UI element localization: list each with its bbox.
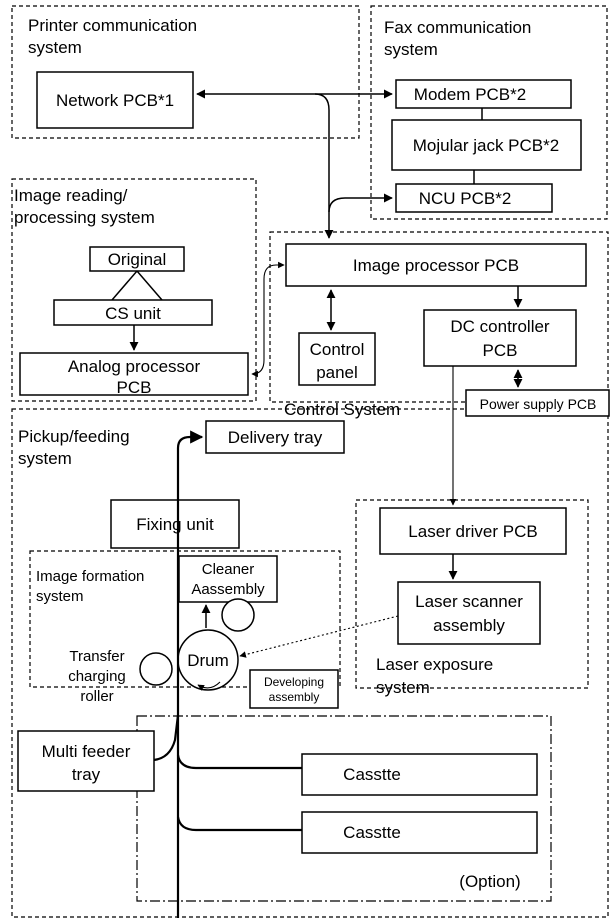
original-cs-link-right bbox=[136, 270, 163, 301]
original-box bbox=[89, 246, 185, 272]
cassette-2-box bbox=[301, 811, 538, 854]
multi-feeder-tray-box bbox=[17, 730, 155, 792]
pickup-feeding-label: Pickup/feeding bbox=[18, 427, 130, 446]
paper-path-multi-feeder bbox=[153, 714, 180, 762]
image-reading-label: Image reading/ bbox=[14, 186, 128, 205]
laser-exposure-label: system bbox=[376, 678, 430, 697]
cs-unit-box bbox=[53, 299, 213, 326]
printer-comm-frame bbox=[11, 5, 360, 139]
image-formation-frame bbox=[29, 550, 341, 688]
developing-assembly-box bbox=[249, 669, 339, 709]
pickup-feeding-frame bbox=[11, 408, 609, 918]
ncu-pcb-box bbox=[395, 183, 553, 213]
power-supply-pcb-box bbox=[465, 389, 610, 417]
image-processor-pcb-box bbox=[285, 243, 587, 287]
dc-controller-pcb-label: DC controller bbox=[450, 317, 550, 336]
analog-image-processor-link bbox=[251, 261, 285, 378]
cleaner-assembly-label: Aassembly bbox=[191, 581, 265, 598]
image-formation-label: system bbox=[36, 588, 84, 605]
cleaner-roller-circle bbox=[221, 598, 255, 632]
original-cs-link-left bbox=[111, 270, 138, 301]
laser-scanner-assembly-box bbox=[397, 581, 541, 645]
control-panel-label: Control bbox=[310, 340, 365, 359]
image-processor-pcb-label: Image processor PCB bbox=[353, 256, 519, 275]
drum-rotation-arrow bbox=[197, 681, 221, 691]
cassette-1-label: Casstte bbox=[343, 765, 401, 784]
fixing-unit-box bbox=[110, 499, 240, 549]
fixing-unit-label: Fixing unit bbox=[136, 515, 214, 534]
multi-feeder-tray-label: tray bbox=[72, 765, 101, 784]
modular-jack-pcb-box bbox=[391, 119, 582, 171]
transfer-charging-roller-label: Transfer bbox=[69, 648, 124, 665]
original-label: Original bbox=[108, 250, 167, 269]
control-system-label: Control System bbox=[284, 400, 400, 419]
paper-path-cassette-1 bbox=[176, 754, 302, 770]
laser-scanner-assembly-label: Laser scanner bbox=[415, 592, 523, 611]
modular-jack-pcb-label: Mojular jack PCB*2 bbox=[413, 136, 559, 155]
analog-processor-pcb-box bbox=[19, 352, 249, 396]
cassette-2-label: Casstte bbox=[343, 823, 401, 842]
paper-path-to-delivery bbox=[176, 430, 204, 918]
laser-exposure-frame bbox=[355, 499, 589, 689]
printer-comm-label: system bbox=[28, 38, 82, 57]
printer-comm-label: Printer communication bbox=[28, 16, 197, 35]
image-reading-frame bbox=[11, 178, 257, 402]
developing-assembly-label: assembly bbox=[269, 690, 320, 704]
control-panel-box bbox=[298, 332, 376, 386]
cleaner-assembly-label: Cleaner bbox=[202, 561, 255, 578]
pickup-feeding-label: system bbox=[18, 449, 72, 468]
image-formation-label: Image formation bbox=[36, 568, 144, 585]
laser-exposure-label: Laser exposure bbox=[376, 655, 493, 674]
power-supply-pcb-label: Power supply PCB bbox=[480, 396, 597, 412]
cleaner-assembly-box bbox=[178, 555, 278, 603]
modem-pcb-box bbox=[395, 79, 572, 109]
delivery-tray-box bbox=[205, 420, 345, 454]
dc-controller-pcb-label: PCB bbox=[483, 341, 518, 360]
laser-scanner-assembly-label: assembly bbox=[433, 616, 505, 635]
analog-processor-pcb-label: PCB bbox=[117, 378, 152, 397]
fax-comm-frame bbox=[370, 5, 608, 220]
image-reading-label: processing system bbox=[14, 208, 155, 227]
bus-to-ncu-arrow bbox=[328, 193, 393, 213]
transfer-charging-roller-label: roller bbox=[80, 688, 113, 705]
developing-assembly-label: Developing bbox=[264, 675, 324, 689]
transfer-charging-roller-label: charging bbox=[68, 668, 126, 685]
cassette-1-box bbox=[301, 753, 538, 796]
option-frame bbox=[136, 715, 552, 902]
laser-driver-pcb-label: Laser driver PCB bbox=[408, 522, 537, 541]
drum-label: Drum bbox=[187, 651, 229, 670]
laser-beam-to-drum bbox=[239, 615, 399, 658]
delivery-tray-label: Delivery tray bbox=[228, 428, 323, 447]
network-pcb-box bbox=[36, 71, 194, 129]
multi-feeder-tray-label: Multi feeder bbox=[42, 742, 131, 761]
fax-comm-label: Fax communication bbox=[384, 18, 531, 37]
modem-pcb-label: Modem PCB*2 bbox=[414, 85, 526, 104]
ncu-pcb-label: NCU PCB*2 bbox=[419, 189, 512, 208]
cs-unit-label: CS unit bbox=[105, 304, 161, 323]
option-label: (Option) bbox=[459, 872, 520, 891]
laser-driver-pcb-box bbox=[379, 507, 567, 555]
control-panel-label: panel bbox=[316, 363, 358, 382]
comm-bus-trunk bbox=[314, 93, 334, 239]
paper-path-cassette-2 bbox=[176, 816, 302, 832]
analog-processor-pcb-label: Analog processor bbox=[68, 357, 201, 376]
network-pcb-label: Network PCB*1 bbox=[56, 91, 174, 110]
fax-comm-label: system bbox=[384, 40, 438, 59]
dc-controller-pcb-box bbox=[423, 309, 577, 367]
transfer-roller-circle bbox=[139, 652, 173, 686]
